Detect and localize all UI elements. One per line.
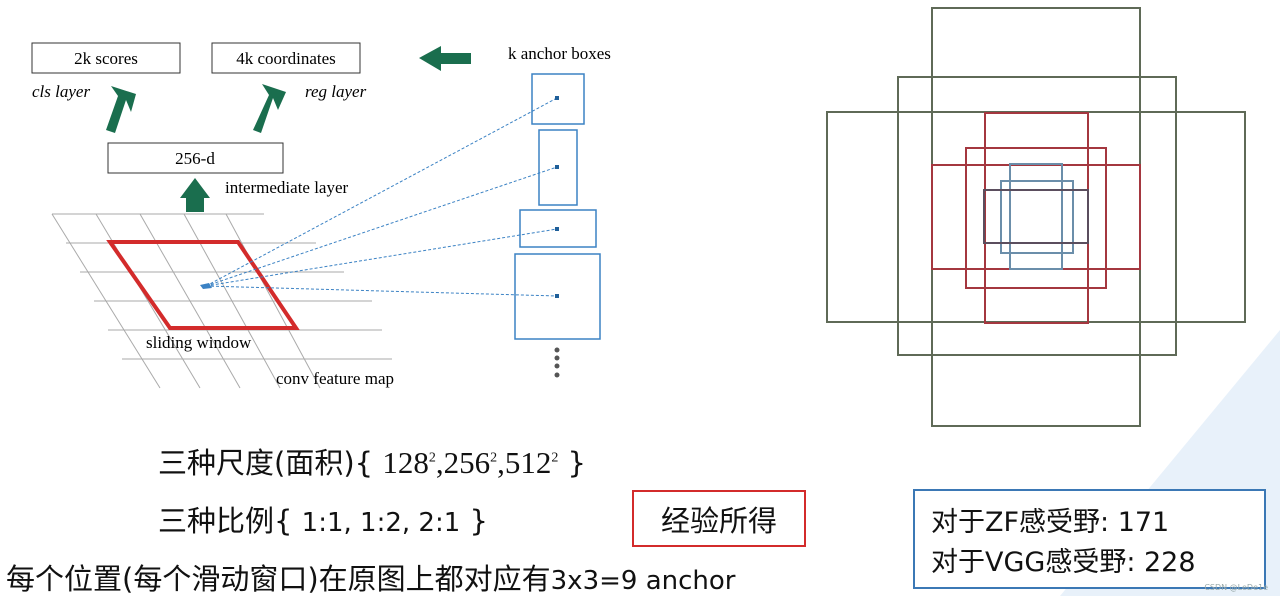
anchor-small-tall [1009, 163, 1063, 270]
scale-exponent: 2 [428, 450, 436, 466]
experience-label: 经验所得 [660, 503, 777, 538]
scores-label: 2k scores [74, 49, 138, 68]
scale-value: 128 [382, 445, 429, 480]
scale-value: 256 [443, 445, 491, 480]
anchor-box [519, 209, 597, 248]
intermediate-layer-label: intermediate layer [225, 178, 349, 197]
cls-layer-label: cls layer [32, 82, 90, 101]
scores-box [31, 42, 181, 74]
scale-exponent: 2 [490, 450, 498, 466]
scales-prefix: 三种尺度(面积){ [158, 446, 374, 480]
coordinates-box [211, 42, 361, 74]
anchor-box [531, 73, 585, 125]
anchor-medium-square [965, 147, 1107, 289]
sliding-window-label: sliding window [146, 333, 252, 352]
scales-suffix: } [567, 446, 586, 480]
ratios-suffix: } [469, 504, 488, 538]
anchor-small-wide [983, 189, 1089, 244]
scale-value: 512 [504, 445, 552, 480]
up-arrow-icon [253, 84, 286, 133]
scale-exponent: 2 [551, 450, 559, 466]
location-note: 每个位置(每个滑动窗口)在原图上都对应有3x3=9 anchor [6, 556, 735, 598]
left-arrow-icon [419, 46, 471, 71]
anchor-box [538, 129, 578, 206]
up-arrow-icon [180, 178, 210, 212]
anchor-center-point [555, 294, 559, 298]
reg-layer-label: reg layer [305, 82, 367, 101]
feature-vector-box [107, 142, 284, 174]
coordinates-label: 4k coordinates [236, 49, 336, 68]
location-prefix: 每个位置(每个滑动窗口)在原图上都对应有 [6, 562, 551, 596]
experience-box: 经验所得 [632, 490, 806, 547]
anchor-large-wide [826, 111, 1246, 323]
anchor-center-point [555, 165, 559, 169]
nine-anchors-overlay [826, 7, 1246, 427]
anchor-center-point [555, 227, 559, 231]
anchor-boxes-label: k anchor boxes [508, 44, 611, 63]
anchor-box [514, 253, 601, 340]
more-anchors-ellipsis [554, 347, 560, 378]
anchor-projection-lines [205, 97, 558, 297]
up-arrow-icon [106, 86, 136, 133]
feature-dim-label: 256-d [175, 149, 215, 168]
anchor-small-square [1000, 180, 1074, 254]
sliding-window-outline [106, 240, 300, 330]
ratios-values: 1:1, 1:2, 2:1 [301, 508, 461, 538]
conv-feature-map-label: conv feature map [276, 369, 394, 388]
anchor-large-square [897, 76, 1177, 356]
receptive-field-box: 对于ZF感受野: 171 对于VGG感受野: 228 [913, 489, 1266, 589]
scales-values: 1282,2562,5122 [382, 445, 559, 480]
anchor-large-tall [931, 7, 1141, 427]
anchor-boxes [514, 73, 601, 340]
location-formula: 3x3=9 anchor [550, 566, 736, 596]
ratios-prefix: 三种比例{ [158, 504, 293, 538]
vgg-receptive-field: 对于VGG感受野: 228 [931, 547, 1196, 578]
anchor-center-point [555, 96, 559, 100]
zf-receptive-field: 对于ZF感受野: 171 [931, 507, 1170, 538]
ratios-note: 三种比例{ 1:1, 1:2, 2:1 } [158, 498, 488, 540]
scales-note: 三种尺度(面积){ 1282,2562,5122 } [158, 440, 586, 482]
watermark: CSDN @LeDe1e [1204, 583, 1268, 592]
